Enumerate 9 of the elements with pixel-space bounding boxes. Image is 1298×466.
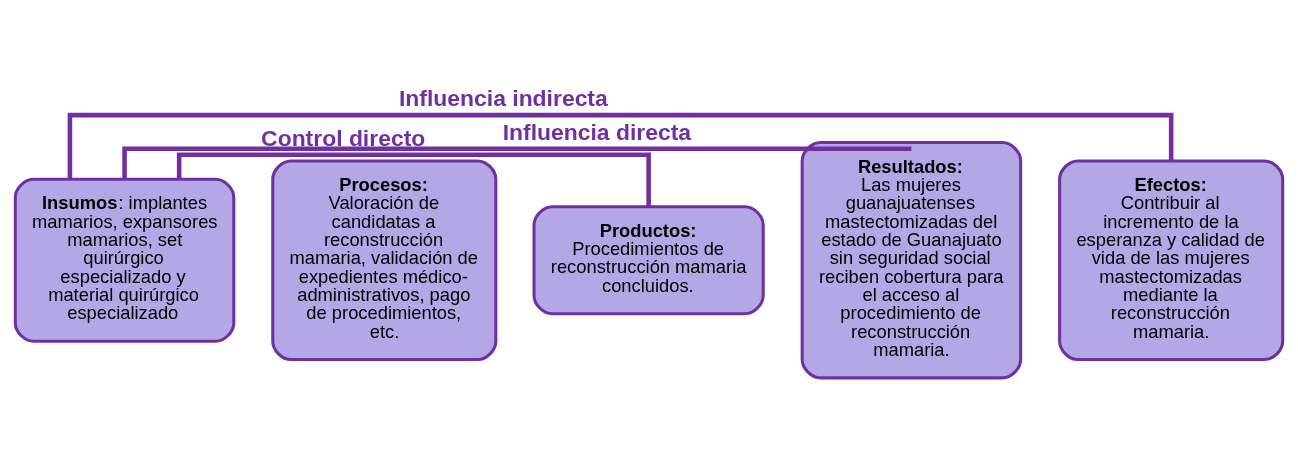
node-box: Procesos: Valoración de candidatas a reconstrucción mamaria, validación de expedientes médico-administrativos, pago de procedimientos, etc.	[271, 158, 498, 361]
node-box: Insumos: implantes mamarios, expansores mamarios, set quirúrgico especializado y material quirúrgico especializado	[13, 177, 236, 343]
node-box: Resultados: Las mujeres guanajuatenses mastectomizadas del estado de Guanajuato sin seguridad social reciben cobertura para el acceso al procedimiento de reconstrucción mamaria.	[800, 140, 1023, 379]
connector	[67, 112, 1174, 179]
node-box: Efectos: Contribuir al incremento de la esperanza y calidad de vida de las mujeres mastectomizadas mediante la reconstrucción mamaria.	[1058, 158, 1285, 361]
edge-label: Influencia indirecta	[398, 84, 608, 111]
edge-label: Influencia directa	[502, 118, 692, 145]
edge-label: Control directo	[261, 124, 426, 151]
node-box: Productos: Procedimientos de reconstrucción mamaria concluidos.	[532, 204, 765, 315]
